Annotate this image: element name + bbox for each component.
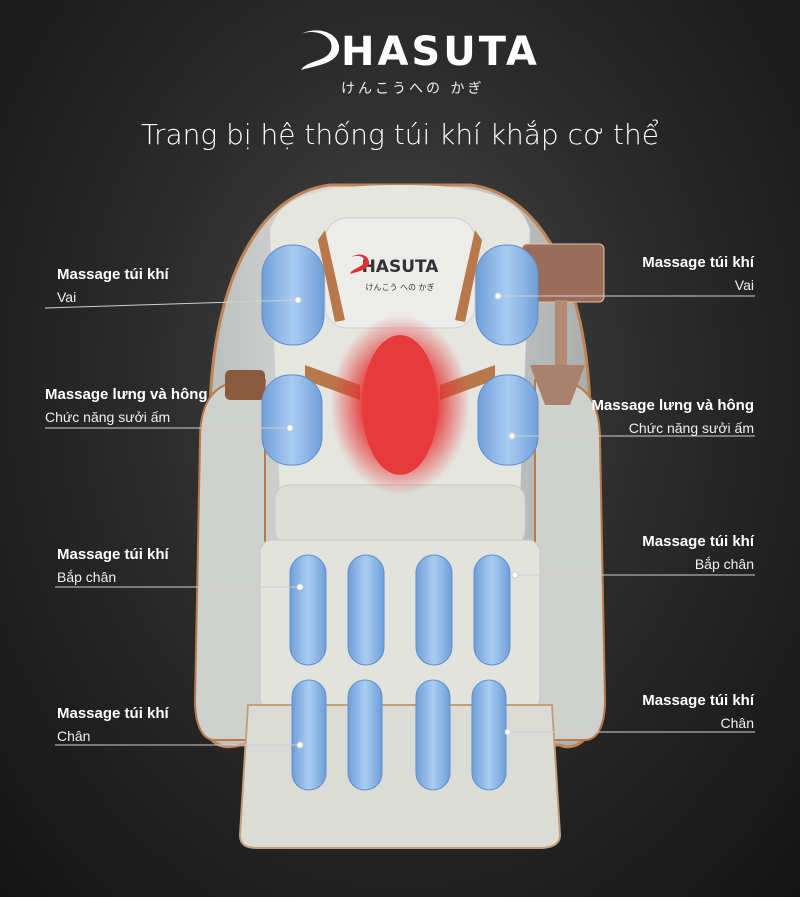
- airbag-foot-2: [347, 679, 383, 791]
- label-shoulder-left: Massage túi khí Vai: [57, 266, 169, 305]
- label-shoulder-right: Massage túi khí Vai: [642, 254, 754, 293]
- airbag-foot-4: [471, 679, 507, 791]
- airbag-calf-1: [289, 554, 327, 666]
- brand-name: HASUTA: [341, 29, 540, 75]
- label-sub: Bắp chân: [694, 556, 754, 572]
- right-armrest: [534, 379, 607, 741]
- brand-tagline: けんこうへの かぎ: [341, 81, 485, 97]
- airbag-calf-2: [347, 554, 385, 666]
- label-sub: Vai: [734, 277, 754, 293]
- headrest-brand-tagline: けんこう への かぎ: [365, 282, 434, 292]
- label-title: Massage túi khí: [642, 254, 754, 271]
- label-foot-left: Massage túi khí Chân: [57, 705, 169, 744]
- label-foot-right: Massage túi khí Chân: [642, 692, 754, 731]
- label-sub: Chân: [57, 728, 91, 744]
- label-title: Massage túi khí: [57, 546, 169, 563]
- label-back-left: Massage lưng và hông Chức năng sưởi ấm: [45, 386, 208, 425]
- airbag-back-left: [261, 374, 323, 466]
- label-title: Massage lưng và hông: [45, 386, 208, 403]
- airbag-calf-4: [473, 554, 511, 666]
- label-calf-left: Massage túi khí Bắp chân: [57, 546, 169, 585]
- label-back-right: Massage lưng và hông Chức năng sưởi ấm: [591, 397, 754, 436]
- control-panel: [225, 370, 265, 400]
- label-title: Massage túi khí: [642, 692, 754, 709]
- airbag-shoulder-right: [475, 244, 539, 346]
- airbag-foot-3: [415, 679, 451, 791]
- label-sub: Chức năng sưởi ấm: [45, 409, 171, 425]
- airbag-foot-1: [291, 679, 327, 791]
- label-title: Massage túi khí: [57, 266, 169, 283]
- headrest-brand-name: HASUTA: [362, 257, 440, 277]
- left-armrest: [193, 379, 266, 741]
- label-sub: Vai: [57, 289, 77, 305]
- airbag-back-right: [477, 374, 539, 466]
- label-sub: Chức năng sưởi ấm: [628, 420, 754, 436]
- label-sub: Chân: [720, 715, 754, 731]
- brand-logo-block: HASUTA けんこうへの かぎ: [295, 22, 537, 100]
- label-title: Massage túi khí: [642, 533, 754, 550]
- airbag-calf-3: [415, 554, 453, 666]
- foot-rest: [238, 704, 562, 849]
- label-title: Massage túi khí: [57, 705, 169, 722]
- wave-logo-icon: [301, 30, 340, 70]
- label-calf-right: Massage túi khí Bắp chân: [642, 533, 754, 572]
- label-title: Massage lưng và hông: [591, 397, 754, 414]
- label-sub: Bắp chân: [57, 569, 117, 585]
- airbag-shoulder-left: [261, 244, 325, 346]
- page-headline: Trang bị hệ thống túi khí khắp cơ thể: [140, 118, 659, 151]
